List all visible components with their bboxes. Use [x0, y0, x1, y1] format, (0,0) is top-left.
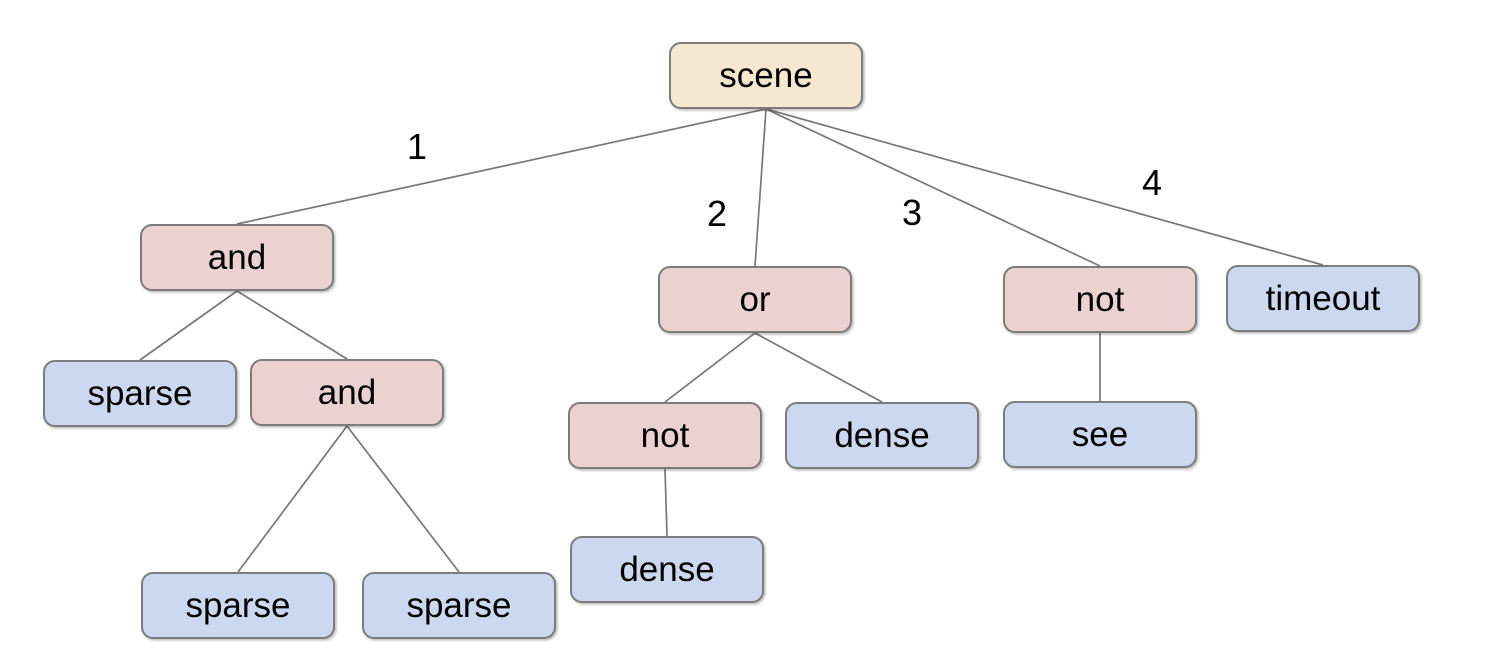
- edge-and2-sparse3: [346, 425, 460, 573]
- node-sparse3: sparse: [362, 572, 556, 639]
- edge-label-3: 3: [901, 192, 923, 233]
- edge-label-4: 4: [1141, 162, 1163, 203]
- edge-not2-dense2: [664, 468, 668, 537]
- edge-scene-not3: [765, 108, 1101, 267]
- edge-or1-dense1: [754, 332, 883, 403]
- edge-and1-and2: [236, 290, 348, 360]
- edge-label-1: 1: [406, 126, 428, 167]
- edge-and1-sparse1: [139, 290, 238, 361]
- node-and2: and: [250, 359, 444, 426]
- edge-scene-or1: [754, 108, 767, 267]
- node-timeout: timeout: [1226, 265, 1420, 332]
- node-dense1: dense: [785, 402, 979, 469]
- node-not2: not: [568, 402, 762, 469]
- edge-label-2: 2: [706, 193, 728, 234]
- node-sparse2: sparse: [141, 572, 335, 639]
- node-sparse1: sparse: [43, 360, 237, 427]
- node-dense2: dense: [570, 536, 764, 603]
- edge-or1-not2: [664, 332, 756, 403]
- edge-scene-and1: [236, 108, 767, 225]
- edge-and2-sparse2: [237, 425, 348, 573]
- node-scene: scene: [669, 42, 863, 109]
- node-or1: or: [658, 266, 852, 333]
- node-not3: not: [1003, 266, 1197, 333]
- node-see: see: [1003, 401, 1197, 468]
- edge-scene-timeout: [765, 108, 1324, 266]
- node-and1: and: [140, 224, 334, 291]
